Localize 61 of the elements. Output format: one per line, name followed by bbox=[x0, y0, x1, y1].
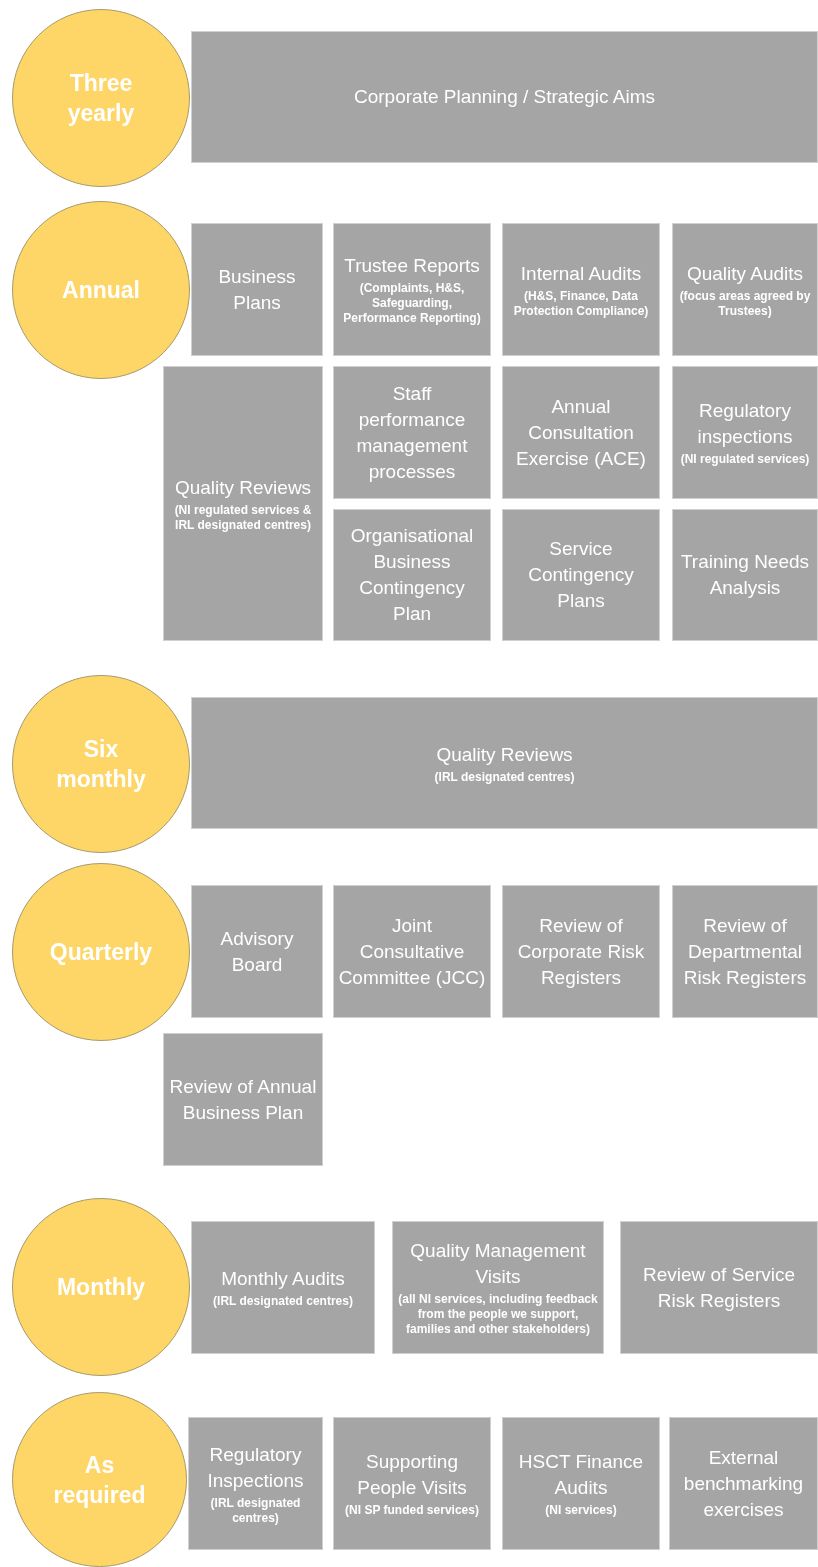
activity-box bbox=[502, 509, 660, 641]
activity-box bbox=[672, 509, 818, 641]
activity-title: Joint Consultative Committee (JCC) bbox=[338, 913, 486, 990]
activity-title: Organisational Business Contingency Plan bbox=[349, 524, 475, 626]
activity-title: Quality Management Visits bbox=[409, 1239, 587, 1289]
activity-title: Review of Departmental Risk Registers bbox=[682, 913, 808, 990]
activity-box bbox=[502, 366, 660, 499]
activity-box bbox=[502, 223, 660, 356]
activity-title: Review of Corporate Risk Registers bbox=[516, 913, 646, 990]
activity-title: Quality Reviews bbox=[174, 475, 312, 500]
activity-title: Monthly Audits bbox=[221, 1267, 345, 1291]
activity-title: Review of Annual Business Plan bbox=[168, 1074, 318, 1125]
activity-box bbox=[672, 885, 818, 1018]
activity-note: (NI services) bbox=[545, 1503, 617, 1518]
activity-box bbox=[620, 1221, 818, 1354]
activity-title: Annual Consultation Exercise (ACE) bbox=[515, 394, 647, 471]
activity-note: (H&S, Finance, Data Protection Compliance) bbox=[512, 288, 650, 319]
activity-box bbox=[333, 885, 491, 1018]
activity-note: (NI regulated services) bbox=[680, 452, 810, 467]
activity-note: (IRL designated centres) bbox=[209, 1495, 302, 1526]
activity-title: Corporate Planning / Strategic Aims bbox=[354, 85, 655, 109]
activity-title: Advisory Board bbox=[219, 926, 295, 977]
activity-title: Regulatory Inspections bbox=[206, 1442, 305, 1493]
activity-title: Trustee Reports bbox=[344, 254, 480, 278]
activity-box bbox=[502, 885, 660, 1018]
activity-note: (NI regulated services & IRL designated centres) bbox=[173, 502, 313, 533]
activity-box bbox=[392, 1221, 604, 1354]
activity-title: Supporting People Visits bbox=[356, 1450, 468, 1500]
activity-box bbox=[333, 223, 491, 356]
activity-box bbox=[191, 697, 818, 829]
activity-note: (IRL designated centres) bbox=[434, 769, 575, 785]
activity-box bbox=[163, 1033, 323, 1166]
activity-box bbox=[191, 885, 323, 1018]
activity-note: (NI SP funded services) bbox=[345, 1503, 479, 1518]
activity-title: Quality Audits bbox=[686, 261, 804, 286]
activity-title: Training Needs Analysis bbox=[679, 550, 811, 600]
activity-title: External benchmarking exercises bbox=[682, 1445, 805, 1522]
activity-title: Staff performance management processes bbox=[355, 381, 469, 484]
activity-title: Business Plans bbox=[217, 264, 297, 315]
activity-box bbox=[191, 1221, 375, 1354]
activity-box bbox=[333, 366, 491, 499]
activity-box bbox=[191, 223, 323, 356]
activity-box bbox=[191, 31, 818, 163]
activity-title: Regulatory inspections bbox=[696, 399, 794, 449]
activity-box bbox=[669, 1417, 818, 1550]
activity-note: (Complaints, H&S, Safeguarding, Performance Reporting) bbox=[342, 281, 482, 326]
activity-box bbox=[333, 1417, 491, 1550]
activity-note: (focus areas agreed by Trustees) bbox=[678, 288, 812, 319]
activity-note: (all NI services, including feedback from the people we support, families and other stakeholders) bbox=[397, 1292, 599, 1337]
activity-box bbox=[333, 509, 491, 641]
activity-title: Service Contingency Plans bbox=[527, 537, 635, 613]
activity-box bbox=[672, 223, 818, 356]
activity-title: Review of Service Risk Registers bbox=[641, 1262, 797, 1313]
activity-box bbox=[163, 366, 323, 641]
activity-title: Internal Audits bbox=[520, 261, 642, 286]
activity-title: Quality Reviews bbox=[436, 742, 573, 767]
activity-note: (IRL designated centres) bbox=[213, 1294, 353, 1309]
activity-box bbox=[672, 366, 818, 499]
activity-title: HSCT Finance Audits bbox=[517, 1450, 645, 1500]
activity-box bbox=[188, 1417, 323, 1550]
activity-box bbox=[502, 1417, 660, 1550]
